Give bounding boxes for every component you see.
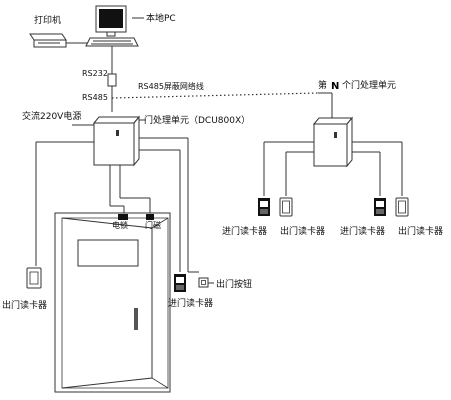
converter-icon	[107, 73, 117, 87]
nth-unit-prefix: 第	[318, 79, 327, 91]
card-reader-icon	[279, 197, 293, 217]
right-exit-reader-1-label: 出门读卡器	[280, 225, 325, 237]
card-reader-icon	[374, 198, 386, 216]
card-reader-icon	[174, 274, 186, 292]
control-box-icon	[312, 116, 354, 168]
electric-lock-icon	[118, 214, 128, 220]
computer-icon	[85, 5, 139, 47]
right-entry-reader-2-label: 进门读卡器	[340, 225, 385, 237]
door-unit-label: 门处理单元（DCU800X）	[144, 114, 250, 126]
exit-button-icon	[198, 277, 209, 288]
rs232-label: RS232	[82, 69, 108, 78]
nth-unit-label: 个门处理单元	[342, 79, 396, 91]
card-reader-icon	[26, 267, 42, 289]
door-icon	[54, 212, 171, 393]
rs485-bus-line	[111, 92, 319, 99]
printer-icon	[29, 33, 67, 48]
local-pc-label: 本地PC	[146, 12, 176, 24]
card-reader-icon	[395, 197, 409, 217]
right-entry-reader-1-label: 进门读卡器	[222, 225, 267, 237]
door-magnet-label: 门磁	[145, 220, 161, 230]
entry-reader-label: 进门读卡器	[168, 297, 213, 309]
rs485-label: RS485	[82, 93, 108, 102]
right-exit-reader-2-label: 出门读卡器	[398, 225, 443, 237]
door-magnet-icon	[146, 214, 154, 220]
printer-label: 打印机	[34, 14, 61, 26]
exit-reader-left-label: 出门读卡器	[2, 299, 47, 311]
electric-lock-label: 电锁	[112, 220, 128, 230]
ac-power-label: 交流220V电源	[22, 110, 81, 122]
control-box-icon	[92, 115, 141, 167]
rs485-cable-label: RS485屏蔽网络线	[138, 81, 204, 91]
nth-unit-number: N	[331, 81, 339, 92]
exit-button-label: 出门按钮	[216, 278, 252, 290]
card-reader-icon	[258, 198, 270, 216]
